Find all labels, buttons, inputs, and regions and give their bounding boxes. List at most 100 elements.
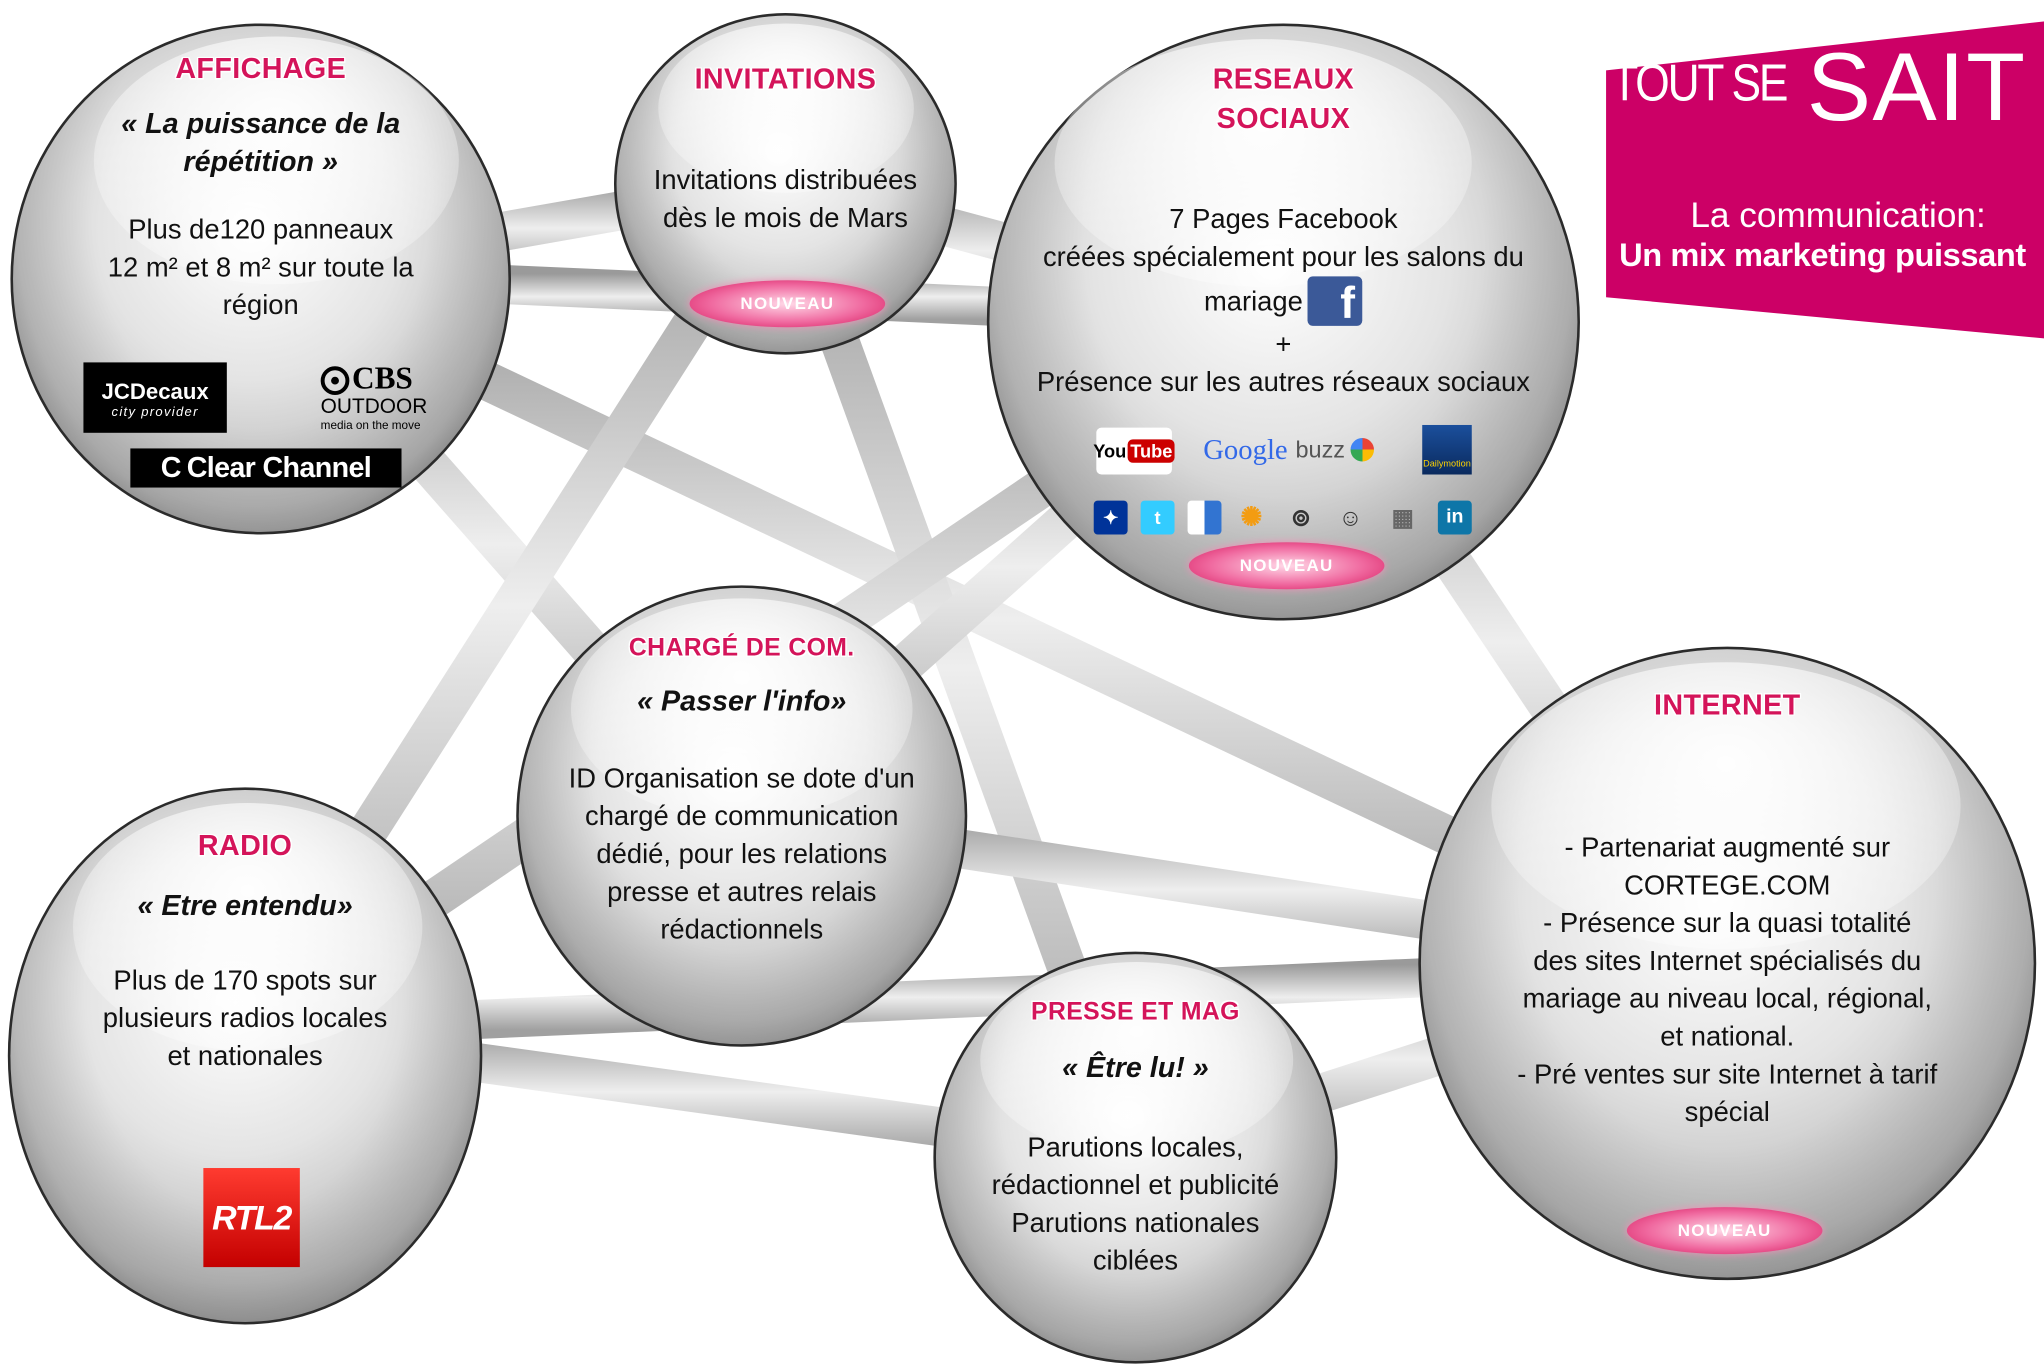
node-body: 7 Pages Facebook créées spécialement pou…: [989, 201, 1577, 402]
rtl2-logo: RTL2: [203, 1168, 300, 1268]
body-line: Plus de 170 spots sur: [113, 965, 377, 996]
node-gloss: [1054, 39, 1472, 287]
dailymotion-logo: Dailymotion: [1422, 424, 1472, 475]
body-line: spécial: [1684, 1097, 1770, 1128]
clear-channel-swoosh-icon: C: [160, 451, 182, 484]
dailymotion-text: Dailymotion: [1423, 460, 1471, 470]
body-line: mariage au niveau local, régional,: [1522, 984, 1932, 1015]
node-gloss: [93, 36, 459, 285]
rtl2-text: RTL2: [212, 1198, 292, 1238]
body-line: et national.: [1660, 1022, 1795, 1053]
twitter-icon: t: [1140, 500, 1175, 535]
nouveau-badge: NOUVEAU: [689, 280, 886, 328]
nouveau-badge: NOUVEAU: [1188, 542, 1385, 590]
node-subtitle-line1: « La puissance de la: [121, 106, 401, 140]
reddit-icon: ☺: [1338, 504, 1363, 531]
node-internet: INTERNET - Partenariat augmenté sur CORT…: [1418, 646, 2037, 1281]
nouveau-badge: NOUVEAU: [1626, 1207, 1823, 1255]
youtube-you: You: [1093, 440, 1127, 462]
node-affichage: AFFICHAGE « La puissance de la répétitio…: [10, 23, 512, 535]
node-subtitle: « Être lu! »: [1062, 1050, 1209, 1084]
body-line: rédactionnel et publicité: [991, 1170, 1280, 1201]
body-line: +: [1275, 329, 1292, 360]
node-body: Invitations distribuées dès le mois de M…: [617, 162, 955, 238]
myspace-icon: ✦: [1093, 500, 1128, 535]
body-line: Parutions locales,: [1027, 1132, 1244, 1163]
brand-title-big: SAIT: [1806, 32, 2027, 141]
node-title: AFFICHAGE: [175, 52, 347, 85]
cbs-mark: CBS: [320, 362, 433, 397]
banner-line2: Un mix marketing puissant: [1619, 237, 2026, 274]
node-gloss: [980, 962, 1294, 1158]
cbs-outdoor-text: OUTDOOR: [320, 396, 428, 419]
banner-shape: [1606, 21, 2044, 339]
body-line: 12 m² et 8 m² sur toute la: [107, 252, 414, 283]
body-line: Parutions nationales: [1011, 1208, 1260, 1239]
node-title: INTERNET: [1654, 688, 1801, 721]
body-line: Invitations distribuées: [653, 165, 918, 196]
body-line: dédié, pour les relations: [596, 839, 888, 870]
jcdecaux-text: JCDecaux: [101, 379, 209, 405]
google-text: Google: [1203, 432, 1288, 466]
brand-title-small: TOUT SE: [1611, 54, 1788, 113]
body-line: et nationales: [167, 1041, 323, 1072]
share-icon: ▦: [1391, 504, 1414, 531]
node-reseaux-sociaux: RESEAUX SOCIAUX 7 Pages Facebook créées …: [986, 23, 1580, 621]
brand-banner: TOUT SE SAIT La communication: Un mix ma…: [1606, 16, 2044, 339]
node-subtitle-line2: répétition »: [183, 144, 338, 178]
node-gloss: [570, 598, 913, 820]
node-invitations: INVITATIONS Invitations distribuées dès …: [613, 13, 957, 355]
body-line: rédactionnels: [660, 915, 824, 946]
body-line: plusieurs radios locales: [102, 1003, 388, 1034]
buzz-icon: [1350, 438, 1374, 462]
node-title-line1: RESEAUX: [1212, 62, 1355, 96]
body-line: - Partenariat augmenté sur: [1564, 833, 1891, 863]
node-charge-de-com: CHARGÉ DE COM. « Passer l'info» ID Organ…: [516, 585, 968, 1047]
body-line: Plus de120 panneaux: [128, 215, 394, 246]
clear-channel-text: Clear Channel: [186, 451, 372, 484]
body-line: mariage: [1203, 286, 1303, 317]
node-presse-et-mag: PRESSE ET MAG « Être lu! » Parutions loc…: [933, 951, 1338, 1364]
body-line: chargé de communication: [585, 801, 899, 832]
cbs-eye-icon: [320, 365, 350, 395]
linkedin-icon: in: [1437, 500, 1472, 535]
netvibes-icon: ✺: [1240, 503, 1263, 532]
node-gloss: [1491, 662, 1961, 950]
node-gloss: [73, 803, 423, 1051]
body-line: CORTEGE.COM: [1624, 870, 1831, 901]
youtube-logo: You Tube: [1093, 427, 1176, 475]
cbs-outdoor-logo: CBS OUTDOOR media on the move: [320, 362, 433, 438]
node-body: ID Organisation se dote d'un chargé de c…: [519, 760, 965, 949]
delicious-icon: [1187, 500, 1222, 535]
brand-title: TOUT SE SAIT: [1611, 33, 2025, 141]
node-body: Plus de120 panneaux 12 m² et 8 m² sur to…: [13, 211, 508, 324]
node-subtitle: « Etre entendu»: [137, 889, 353, 922]
node-gloss: [658, 23, 914, 193]
banner-line1: La communication:: [1690, 195, 1986, 235]
body-line: créées spécialement pour les salons du: [1042, 242, 1524, 273]
body-line: ciblées: [1092, 1246, 1179, 1277]
body-line: ID Organisation se dote d'un: [568, 763, 915, 794]
node-radio: RADIO « Etre entendu» Plus de 170 spots …: [7, 787, 483, 1325]
node-title: PRESSE ET MAG: [1031, 998, 1240, 1026]
body-line-with-icon: mariage f: [989, 276, 1577, 329]
cbs-tagline: media on the move: [320, 418, 421, 432]
jcdecaux-tagline: city provider: [111, 405, 199, 420]
body-line: des sites Internet spécialisés du: [1533, 946, 1922, 977]
blogger-icon: ⊚: [1291, 504, 1311, 531]
facebook-icon: f: [1308, 276, 1363, 329]
youtube-tube: Tube: [1127, 439, 1176, 463]
node-body: Parutions locales, rédactionnel et publi…: [936, 1129, 1335, 1280]
body-line: 7 Pages Facebook: [1169, 204, 1398, 235]
node-title: CHARGÉ DE COM.: [628, 634, 855, 663]
clear-channel-logo: C Clear Channel: [130, 448, 402, 488]
body-line: presse et autres relais: [607, 877, 877, 908]
google-buzz-logo: Google buzz: [1203, 428, 1399, 472]
body-line: Présence sur les autres réseaux sociaux: [1036, 367, 1530, 398]
body-line: dès le mois de Mars: [662, 203, 908, 234]
buzz-text: buzz: [1295, 436, 1346, 463]
node-subtitle: « Passer l'info»: [637, 684, 847, 717]
jcdecaux-logo: JCDecaux city provider: [83, 362, 227, 433]
node-body: - Partenariat augmenté sur CORTEGE.COM -…: [1421, 829, 2034, 1131]
